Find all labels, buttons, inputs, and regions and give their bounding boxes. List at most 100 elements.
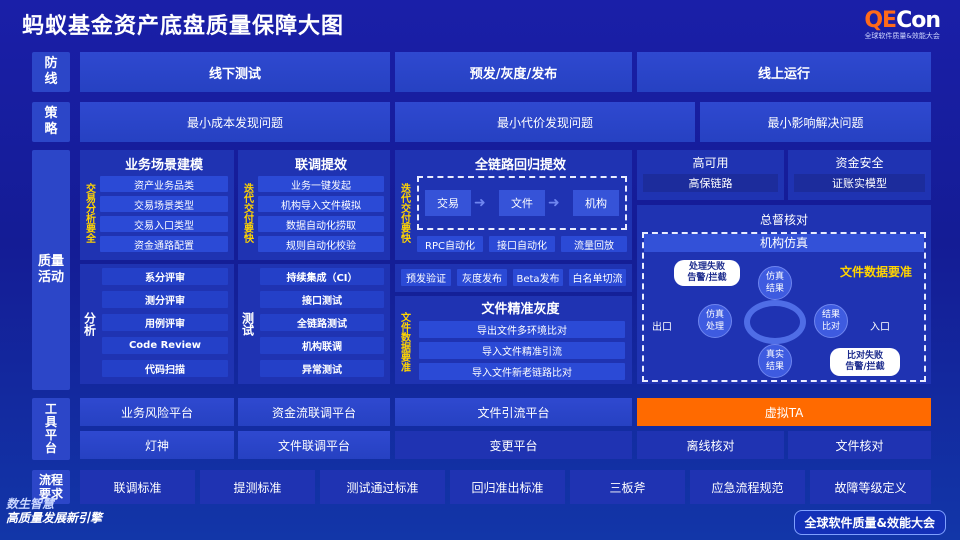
- strategy-min-price: 最小代价发现问题: [395, 102, 695, 142]
- fund-title: 资金安全: [835, 156, 884, 170]
- tool-file-joint: 文件联调平台: [238, 431, 390, 459]
- regress-item: 接口自动化: [489, 236, 555, 252]
- tool-business-risk: 业务风险平台: [80, 398, 234, 426]
- analysis-item: 测分评审: [102, 291, 228, 308]
- regress-side-label: 迭代交付要快: [398, 183, 410, 243]
- release-stage: 预发验证: [401, 269, 451, 286]
- joint-item: 数据自动化捞取: [258, 216, 384, 232]
- testing-item: 异常测试: [260, 360, 384, 377]
- row-label-strategy: 策 略: [32, 102, 70, 142]
- tool-offline-check: 离线核对: [637, 431, 784, 459]
- compare-fail-bubble: 比对失败 告警/拦截: [830, 348, 900, 376]
- scene-item: 资产业务品类: [100, 176, 228, 192]
- row-label-quality: 质量 活动: [32, 150, 70, 390]
- file-gray-item: 导出文件多环境比对: [419, 321, 625, 338]
- scene-side-label: 交易分析要全: [83, 183, 95, 243]
- tool-file-check: 文件核对: [788, 431, 931, 459]
- row-label-tools: 工 具 平 台: [32, 398, 70, 460]
- testing-item: 持续集成（CI）: [260, 268, 384, 285]
- panel-scene-modeling: 业务场景建模 交易分析要全 资产业务品类 交易场景类型 交易入口类型 资金通路配…: [80, 150, 234, 260]
- release-stage: 灰度发布: [457, 269, 507, 286]
- compare-node: 结果 比对: [814, 304, 848, 338]
- joint-item: 规则自动化校验: [258, 236, 384, 252]
- tool-change-platform: 变更平台: [395, 431, 632, 459]
- analysis-side-label: 分析: [82, 312, 97, 336]
- process-item: 故障等级定义: [810, 470, 931, 504]
- panel-fund-security: 资金安全 证账实模型: [788, 150, 931, 200]
- regress-title: 全链路回归提效: [474, 158, 566, 173]
- scene-item: 交易入口类型: [100, 216, 228, 232]
- release-stage: 白名单切流: [569, 269, 626, 286]
- testing-item: 接口测试: [260, 291, 384, 308]
- joint-side-label: 迭代交付要快: [241, 183, 253, 243]
- defense-online: 线上运行: [637, 52, 931, 92]
- panel-release-stages: 预发验证 灰度发布 Beta发布 白名单切流: [395, 264, 632, 292]
- panel-file-gray: 文件精准灰度 文件数据要准 导出文件多环境比对 导入文件精准引流 导入文件新老链…: [395, 296, 632, 384]
- sim-result-node: 仿真 结果: [758, 266, 792, 300]
- regress-item: 流量回放: [561, 236, 627, 252]
- supervise-title: 总督核对: [759, 213, 808, 227]
- testing-item: 全链路测试: [260, 314, 384, 331]
- defense-prerelease: 预发/灰度/发布: [395, 52, 632, 92]
- process-item: 测试通过标准: [320, 470, 445, 504]
- simulation-title: 机构仿真: [644, 234, 924, 252]
- defense-offline: 线下测试: [80, 52, 390, 92]
- panel-analysis: 分析 系分评审 测分评审 用例评审 Code Review 代码扫描: [80, 264, 234, 384]
- flow-trade: 交易: [425, 190, 471, 216]
- tool-lamp-god: 灯神: [80, 431, 234, 459]
- process-item: 联调标准: [80, 470, 195, 504]
- joint-title: 联调提效: [294, 158, 347, 173]
- footer-slogan-line2: 高质量发展新引擎: [6, 511, 103, 525]
- fund-value: 证账实模型: [794, 174, 925, 192]
- testing-item: 机构联调: [260, 337, 384, 354]
- scene-item: 交易场景类型: [100, 196, 228, 212]
- row-label-defense: 防 线: [32, 52, 70, 92]
- entry-label: 入口: [870, 322, 890, 333]
- strategy-min-cost: 最小成本发现问题: [80, 102, 390, 142]
- analysis-item: Code Review: [102, 337, 228, 354]
- footer-slogan: 数生智慧 高质量发展新引擎: [6, 497, 102, 525]
- qecon-logo: QECon 全球软件质量&效能大会: [864, 8, 941, 41]
- logo-brand-rest: Con: [896, 8, 941, 33]
- file-gray-title: 文件精准灰度: [481, 302, 560, 317]
- panel-high-availability: 高可用 高保链路: [637, 150, 784, 200]
- file-gray-item: 导入文件新老链路比对: [419, 363, 625, 380]
- file-gray-item: 导入文件精准引流: [419, 342, 625, 359]
- footer-conference-badge: 全球软件质量&效能大会: [793, 510, 946, 535]
- analysis-item: 代码扫描: [102, 360, 228, 377]
- sim-process-node: 仿真 处理: [698, 304, 732, 338]
- ha-title: 高可用: [692, 156, 729, 170]
- file-gray-side-label: 文件数据要准: [398, 312, 410, 372]
- regress-flow-box: 交易 ➜ 文件 ➜ 机构: [417, 176, 627, 230]
- logo-brand-q: QE: [864, 8, 897, 33]
- tool-fund-flow: 资金流联调平台: [238, 398, 390, 426]
- scene-title: 业务场景建模: [124, 158, 203, 173]
- page-title: 蚂蚁基金资产底盘质量保障大图: [22, 14, 345, 39]
- footer-slogan-line1: 数生智慧: [6, 497, 55, 511]
- panel-full-regression: 全链路回归提效 迭代交付要快 交易 ➜ 文件 ➜ 机构 RPC自动化 接口自动化…: [395, 150, 632, 260]
- process-item: 三板斧: [570, 470, 685, 504]
- arrow-right-icon: ➜: [474, 195, 486, 211]
- supervise-tagline: 文件数据要准: [840, 265, 913, 279]
- regress-item: RPC自动化: [417, 236, 483, 252]
- scene-item: 资金通路配置: [100, 236, 228, 252]
- cycle-icon: [744, 300, 806, 344]
- tool-file-traffic: 文件引流平台: [395, 398, 632, 426]
- exit-label: 出口: [652, 322, 672, 333]
- logo-subtitle: 全球软件质量&效能大会: [864, 32, 940, 40]
- ha-value: 高保链路: [643, 174, 778, 192]
- analysis-item: 系分评审: [102, 268, 228, 285]
- fail-handle-bubble: 处理失败 告警/拦截: [674, 260, 740, 286]
- row-label-process: 流程 要求: [32, 470, 70, 504]
- panel-supervise: 总督核对 机构仿真 处理失败 告警/拦截 仿真 结果 文件数据要准 出口 仿真 …: [637, 205, 931, 384]
- analysis-item: 用例评审: [102, 314, 228, 331]
- simulation-box: 机构仿真 处理失败 告警/拦截 仿真 结果 文件数据要准 出口 仿真 处理 结果…: [642, 232, 926, 382]
- release-stage: Beta发布: [513, 269, 563, 286]
- tool-virtual-ta: 虚拟TA: [637, 398, 931, 426]
- process-item: 应急流程规范: [690, 470, 805, 504]
- panel-testing: 测试 持续集成（CI） 接口测试 全链路测试 机构联调 异常测试: [238, 264, 390, 384]
- flow-file: 文件: [499, 190, 545, 216]
- strategy-min-impact: 最小影响解决问题: [700, 102, 931, 142]
- joint-item: 业务一键发起: [258, 176, 384, 192]
- process-item: 提测标准: [200, 470, 315, 504]
